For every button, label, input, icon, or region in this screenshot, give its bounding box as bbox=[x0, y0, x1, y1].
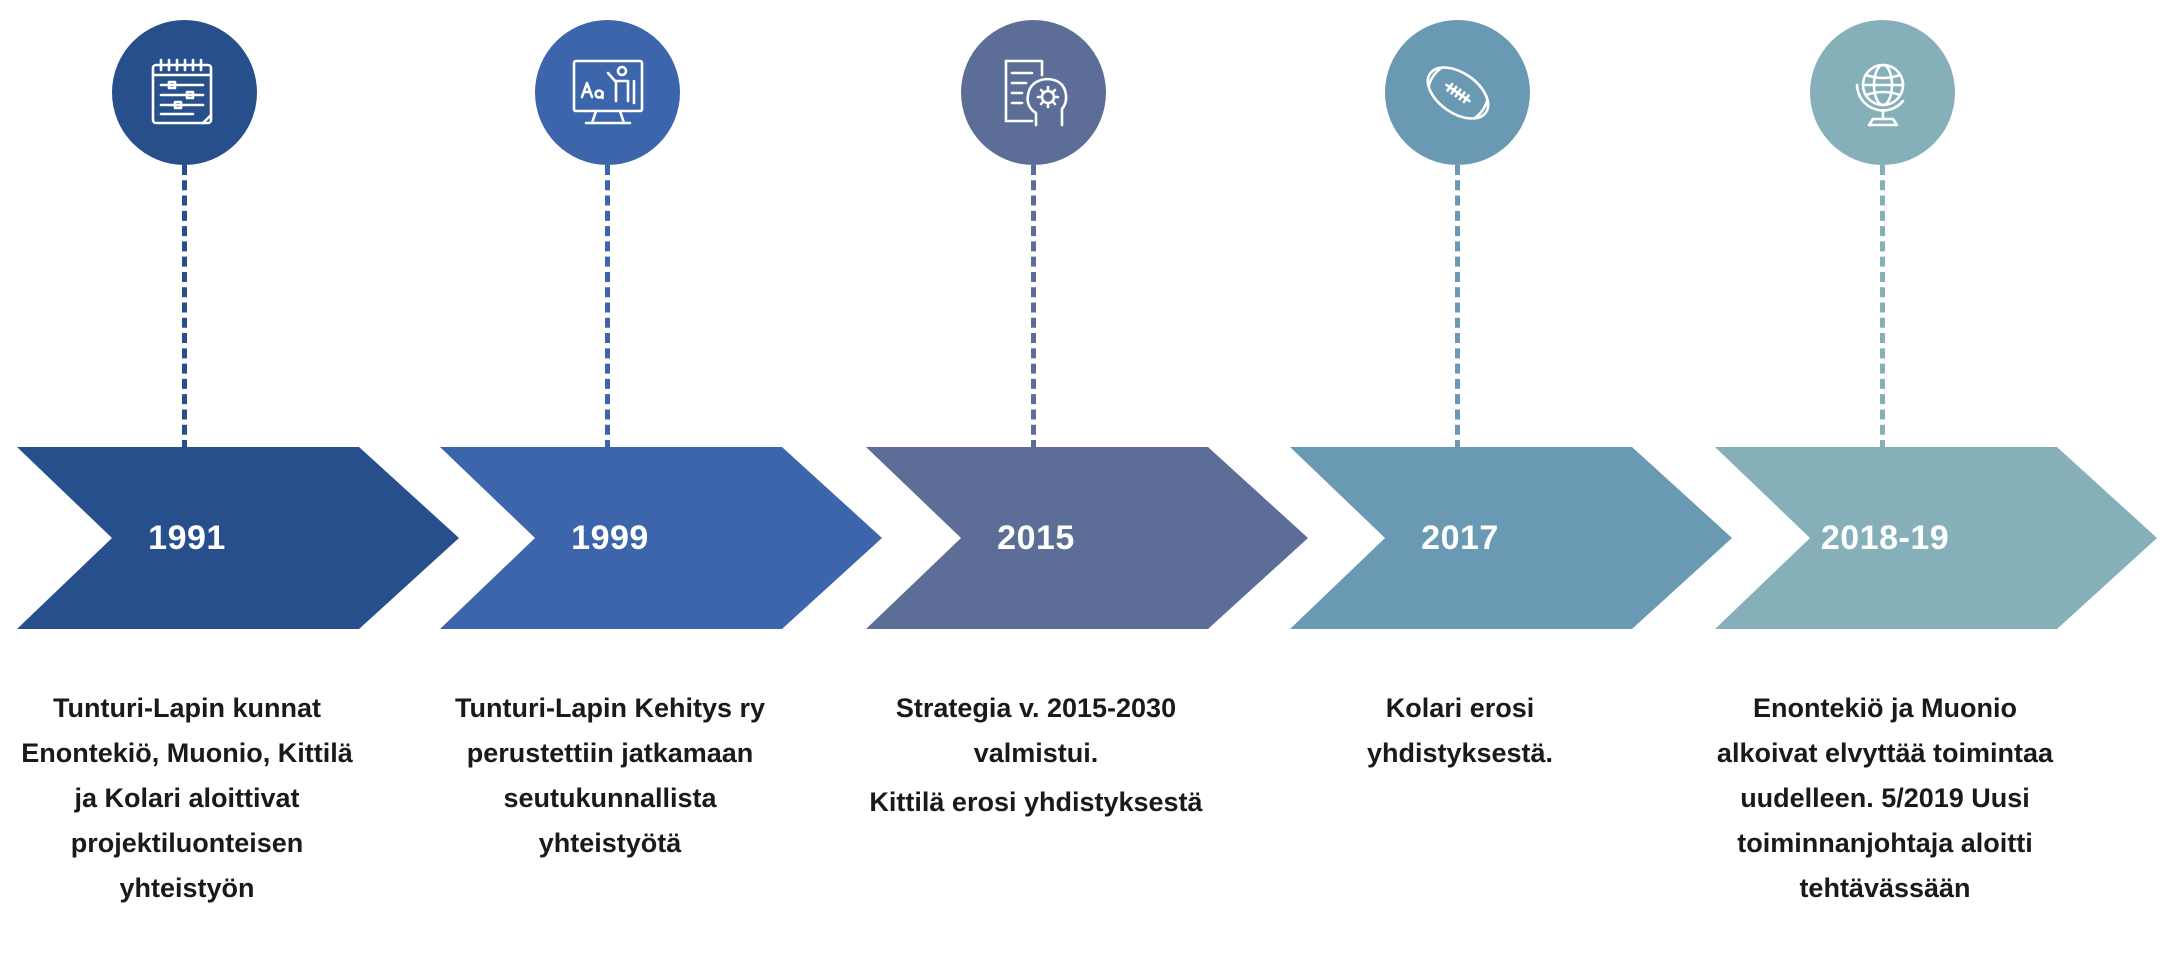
icon-circle bbox=[1385, 20, 1530, 165]
globe-icon bbox=[1855, 63, 1904, 126]
stage-description: Enontekiö ja Muonio alkoivat elvyttää to… bbox=[1715, 686, 2055, 911]
chevron-arrow bbox=[17, 447, 459, 629]
chevron-arrow bbox=[866, 447, 1308, 629]
chevron-arrow bbox=[440, 447, 882, 629]
stage-year: 2017 bbox=[1421, 518, 1499, 557]
stage-year: 1991 bbox=[148, 518, 226, 557]
stage-description: Tunturi-Lapin Kehitys ry perustettiin ja… bbox=[440, 686, 780, 866]
icon-circle bbox=[112, 20, 257, 165]
icon-circle bbox=[961, 20, 1106, 165]
timeline-stage-1999: 1999 Tunturi-Lapin Kehitys ry perustetti… bbox=[440, 0, 882, 961]
icon-circle bbox=[1810, 20, 1955, 165]
dashed-connector bbox=[1455, 165, 1460, 450]
description-line: Kittilä erosi yhdistyksestä bbox=[869, 787, 1203, 817]
dashed-connector bbox=[1031, 165, 1036, 450]
description-line: Tunturi-Lapin Kehitys ry perustettiin ja… bbox=[454, 693, 765, 858]
stage-year: 2015 bbox=[997, 518, 1075, 557]
chevron-arrow bbox=[1715, 447, 2157, 629]
description-line: Tunturi-Lapin kunnat Enontekiö, Muonio, … bbox=[21, 693, 353, 903]
timeline-stage-2017: 2017 Kolari erosi yhdistyksestä. bbox=[1290, 0, 1732, 961]
description-line: Enontekiö ja Muonio alkoivat elvyttää to… bbox=[1716, 693, 2054, 903]
dashed-connector bbox=[182, 165, 187, 450]
stage-year: 1999 bbox=[571, 518, 649, 557]
description-line: Strategia v. 2015-2030 valmistui. bbox=[895, 693, 1177, 768]
timeline-stage-2015: 2015 Strategia v. 2015-2030 valmistui. K… bbox=[866, 0, 1308, 961]
stage-year: 2018-19 bbox=[1820, 518, 1950, 557]
dashed-connector bbox=[605, 165, 610, 450]
football-icon bbox=[1426, 65, 1489, 120]
document-gear-icon bbox=[1004, 59, 1067, 126]
icon-circle bbox=[535, 20, 680, 165]
calendar-sliders-icon bbox=[151, 58, 212, 124]
stage-description: Kolari erosi yhdistyksestä. bbox=[1290, 686, 1630, 776]
stage-description: Strategia v. 2015-2030 valmistui. Kittil… bbox=[866, 686, 1206, 825]
chevron-arrow bbox=[1290, 447, 1732, 629]
dashed-connector bbox=[1880, 165, 1885, 450]
stage-description: Tunturi-Lapin kunnat Enontekiö, Muonio, … bbox=[17, 686, 357, 911]
timeline-stage-1991: 1991 Tunturi-Lapin kunnat Enontekiö, Muo… bbox=[17, 0, 459, 961]
teacher-board-icon bbox=[572, 59, 643, 124]
timeline-stage-2018-19: 2018-19 Enontekiö ja Muonio alkoivat elv… bbox=[1715, 0, 2157, 961]
description-line: Kolari erosi yhdistyksestä. bbox=[1366, 693, 1554, 768]
